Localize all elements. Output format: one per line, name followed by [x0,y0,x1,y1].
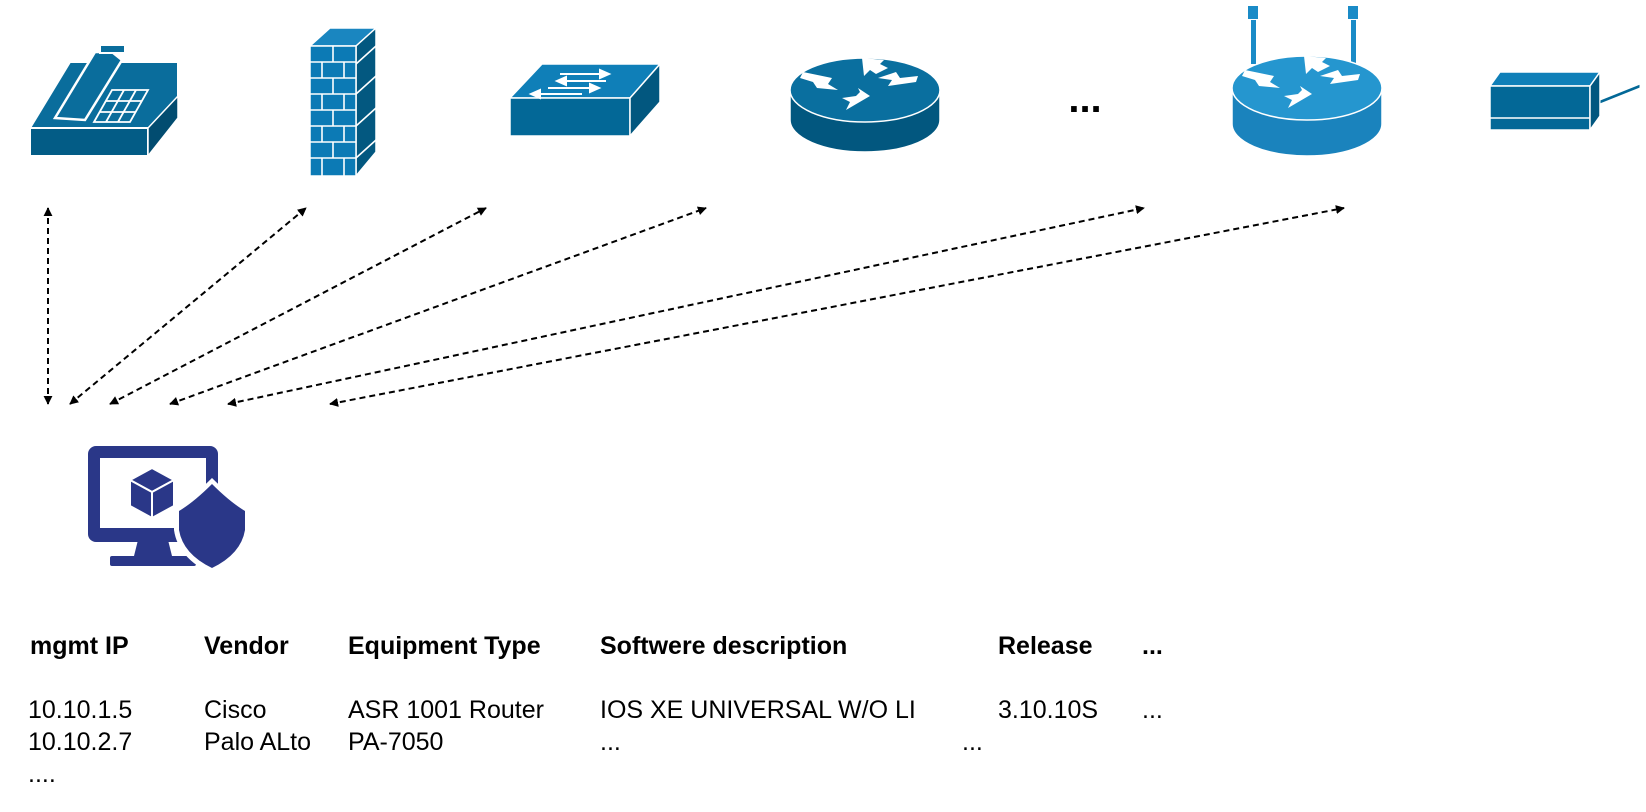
table-cell-software-description: IOS XE UNIVERSAL W/O LI [600,696,916,724]
connection-arrow-firewall [69,207,307,405]
connection-arrow-router [169,206,707,406]
table-header-software-description: Softwere description [600,632,847,660]
table-row: 10.10.2.7 Palo ALto PA-7050 ... ... [28,728,983,756]
table-cell-mgmt-ip: .... [28,760,56,788]
connection-arrow-more [227,205,1145,407]
switch-icon [508,62,662,138]
table-cell-mgmt-ip: 10.10.1.5 [28,696,132,724]
table-cell-vendor: Cisco [204,696,267,724]
wireless-router-icon [1231,6,1383,157]
router-icon [789,57,941,153]
modem-icon [1488,69,1641,133]
table-cell-equipment-type: PA-7050 [348,728,443,756]
table-row: 10.10.1.5 Cisco ASR 1001 Router IOS XE U… [28,696,1163,724]
table-row: .... [28,760,56,788]
table-cell-description-more: ... [962,728,983,756]
table-cell-release: 3.10.10S [998,696,1098,724]
more-devices-ellipsis: ... [1068,77,1101,121]
table-cell-software-description: ... [600,728,621,756]
connection-arrow-wireless-router [329,205,1345,407]
ip-phone-icon [29,44,179,159]
table-cell-more: ... [1142,696,1163,724]
table-cell-vendor: Palo ALto [204,728,311,756]
table-header-vendor: Vendor [204,632,289,660]
table-header-more: ... [1142,632,1163,660]
table-header-equipment-type: Equipment Type [348,632,541,660]
firewall-icon [308,26,378,179]
table-cell-equipment-type: ASR 1001 Router [348,696,544,724]
table-cell-mgmt-ip: 10.10.2.7 [28,728,132,756]
inventory-table: mgmt IP Vendor Equipment Type Softwere d… [28,632,1163,788]
table-header-release: Release [998,632,1093,660]
table-header-mgmt-ip: mgmt IP [30,632,129,660]
connection-arrow-switch [109,207,487,405]
secure-server-icon [88,446,250,574]
